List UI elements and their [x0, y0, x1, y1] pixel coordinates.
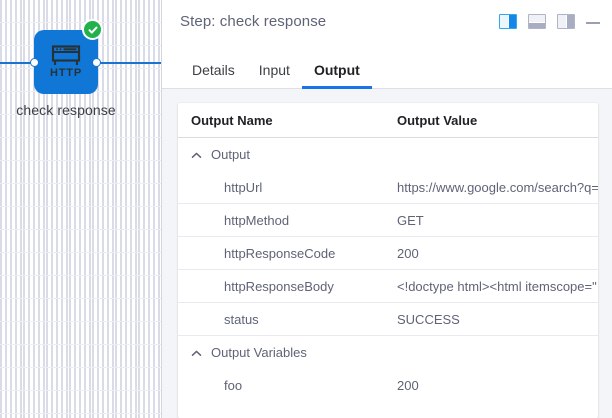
output-value: GET: [397, 212, 424, 228]
table-row[interactable]: status SUCCESS: [178, 303, 598, 336]
output-name: httpUrl: [224, 179, 263, 195]
output-value: SUCCESS: [397, 311, 460, 327]
output-value: 200: [397, 245, 419, 261]
workflow-canvas[interactable]: HTTP check response: [0, 0, 161, 418]
group-label: Output Variables: [184, 345, 307, 360]
node-input-port[interactable]: [30, 58, 39, 67]
check-circle-icon: [82, 19, 103, 40]
table-header-row: Output Name Output Value: [178, 103, 598, 138]
table-row[interactable]: httpMethod GET: [178, 204, 598, 237]
table-row[interactable]: httpResponseBody <!doctype html><html it…: [178, 270, 598, 303]
output-name: httpResponseBody: [224, 278, 334, 294]
column-header-output-value: Output Value: [397, 112, 478, 128]
table-row[interactable]: foo 200: [178, 369, 598, 402]
chevron-up-icon[interactable]: [191, 347, 202, 358]
panel-divider[interactable]: [161, 0, 162, 418]
group-name: Output Variables: [211, 345, 307, 360]
table-group-output[interactable]: Output: [178, 138, 598, 171]
step-details-panel: Step: check response Details Input Outpu…: [162, 0, 612, 418]
connection-edge-outgoing: [96, 62, 161, 64]
minimize-icon[interactable]: [586, 15, 600, 29]
output-value: https://www.google.com/search?q=: [397, 179, 598, 195]
http-browser-icon: [51, 45, 81, 67]
group-name: Output: [211, 147, 251, 162]
node-name-label: check response: [16, 102, 116, 118]
table-row[interactable]: httpResponseCode 200: [178, 237, 598, 270]
output-value: <!doctype html><html itemscope=": [397, 278, 597, 294]
split-view-icon[interactable]: [499, 14, 517, 29]
column-header-output-name: Output Name: [191, 112, 273, 128]
panel-tabs: Details Input Output: [162, 43, 612, 89]
right-dock-icon[interactable]: [557, 14, 575, 29]
panel-content: Output Name Output Value Output: [162, 89, 612, 418]
chevron-up-icon[interactable]: [191, 149, 202, 160]
bottom-dock-icon[interactable]: [528, 14, 546, 29]
page-title: Step: check response: [180, 13, 327, 30]
output-name: foo: [224, 378, 243, 393]
table-group-output-variables[interactable]: Output Variables: [178, 336, 598, 369]
tab-details[interactable]: Details: [192, 62, 235, 78]
output-value: 200: [397, 378, 419, 393]
panel-header-actions: [499, 14, 600, 29]
output-name: status: [224, 311, 259, 327]
panel-header: Step: check response: [162, 0, 612, 43]
output-name: httpResponseCode: [224, 245, 336, 261]
node-type-label: HTTP: [50, 67, 82, 79]
connection-edge-incoming: [0, 62, 38, 64]
tab-output[interactable]: Output: [301, 63, 372, 89]
group-label: Output: [184, 147, 250, 162]
output-table: Output Name Output Value Output: [178, 103, 598, 418]
node-output-port[interactable]: [92, 58, 101, 67]
workflow-node-http[interactable]: HTTP: [34, 30, 98, 94]
tab-input[interactable]: Input: [258, 62, 290, 78]
output-name: httpMethod: [224, 212, 290, 228]
table-row[interactable]: httpUrl https://www.google.com/search?q=: [178, 171, 598, 204]
